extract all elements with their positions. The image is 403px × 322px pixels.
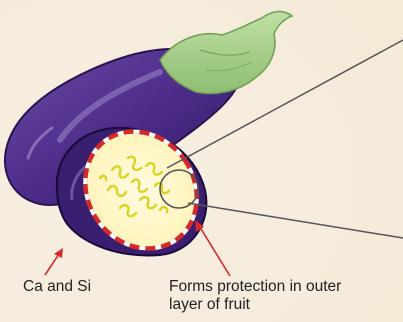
label-protection: Forms protection in outer layer of fruit (169, 278, 341, 314)
label-protection-line2: layer of fruit (169, 296, 341, 314)
label-protection-line1: Forms protection in outer (169, 278, 341, 296)
label-calcium-silicon: Ca and Si (23, 278, 91, 296)
